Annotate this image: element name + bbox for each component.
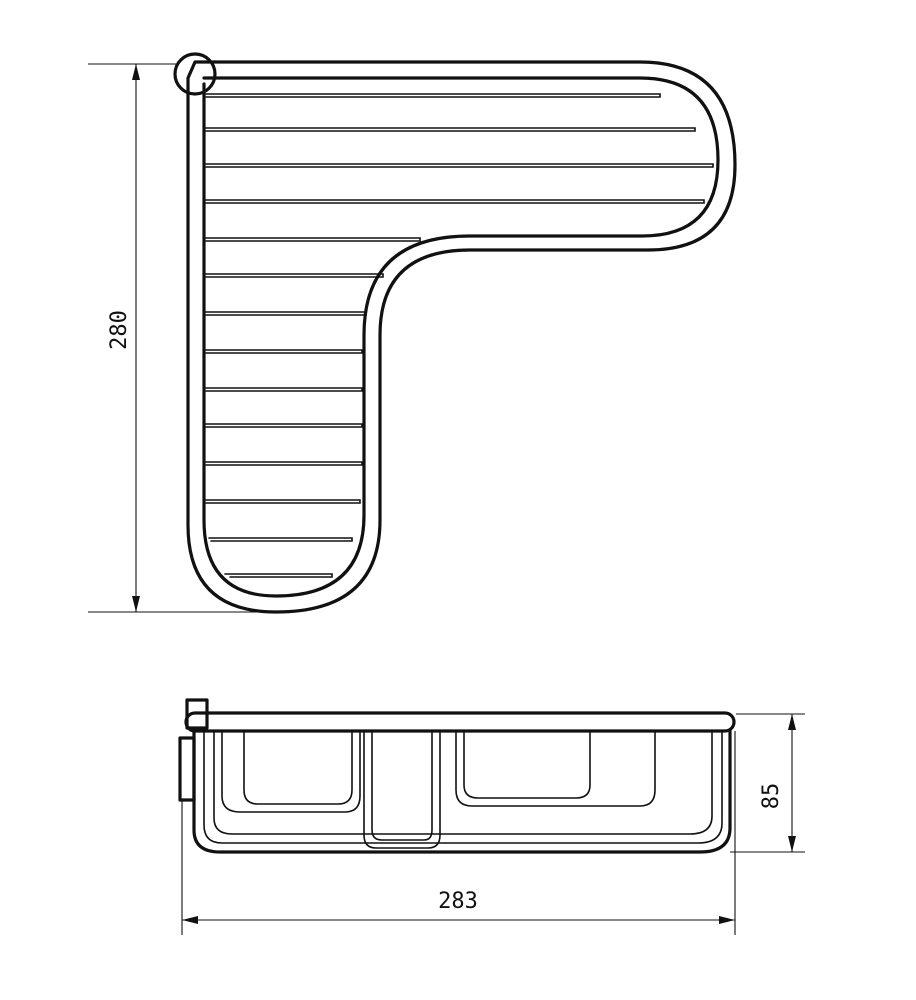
wall-plate: [178, 736, 196, 802]
top-view-outer-frame: [186, 60, 737, 614]
slat: [208, 537, 353, 542]
dim-280-arrow-top: [132, 64, 140, 80]
dim-85-arrow-bottom: [788, 836, 796, 852]
top-view: 280: [88, 52, 737, 614]
slat: [205, 311, 367, 316]
slat: [205, 273, 384, 278]
slat: [205, 349, 363, 354]
basket-outer-bottom: [192, 729, 732, 854]
slat: [205, 127, 696, 132]
slat: [205, 423, 363, 428]
dim-85-label: 85: [759, 783, 784, 810]
dim-280-label: 280: [107, 310, 132, 350]
basket-inner-bottom-2: [213, 730, 713, 835]
slat: [205, 461, 363, 466]
top-view-slats: [205, 93, 714, 578]
loop-right-inner: [463, 730, 591, 799]
slat: [205, 163, 714, 168]
dim-283-arrow-left: [182, 916, 198, 924]
loop-left-inner: [243, 730, 353, 805]
dim-85-arrow-top: [788, 714, 796, 730]
dim-283-label: 283: [438, 889, 478, 914]
loop-left-outer: [221, 730, 361, 813]
slat: [205, 199, 705, 204]
loop-right-outer: [455, 730, 656, 807]
basket-inner-bottom: [203, 730, 723, 844]
slat: [224, 573, 333, 578]
top-view-inner-frame: [202, 76, 720, 598]
mounting-knob: [173, 52, 217, 96]
dim-280-arrow-bottom: [132, 596, 140, 612]
slat: [205, 93, 661, 98]
dim-283-arrow-right: [719, 916, 735, 924]
slat: [205, 237, 421, 242]
side-view: 85 283: [178, 698, 805, 935]
top-rail: [184, 711, 736, 733]
slat: [205, 387, 363, 392]
loop-mid-2: [371, 730, 433, 841]
slat: [205, 499, 361, 504]
loop-mid-1: [363, 730, 441, 849]
